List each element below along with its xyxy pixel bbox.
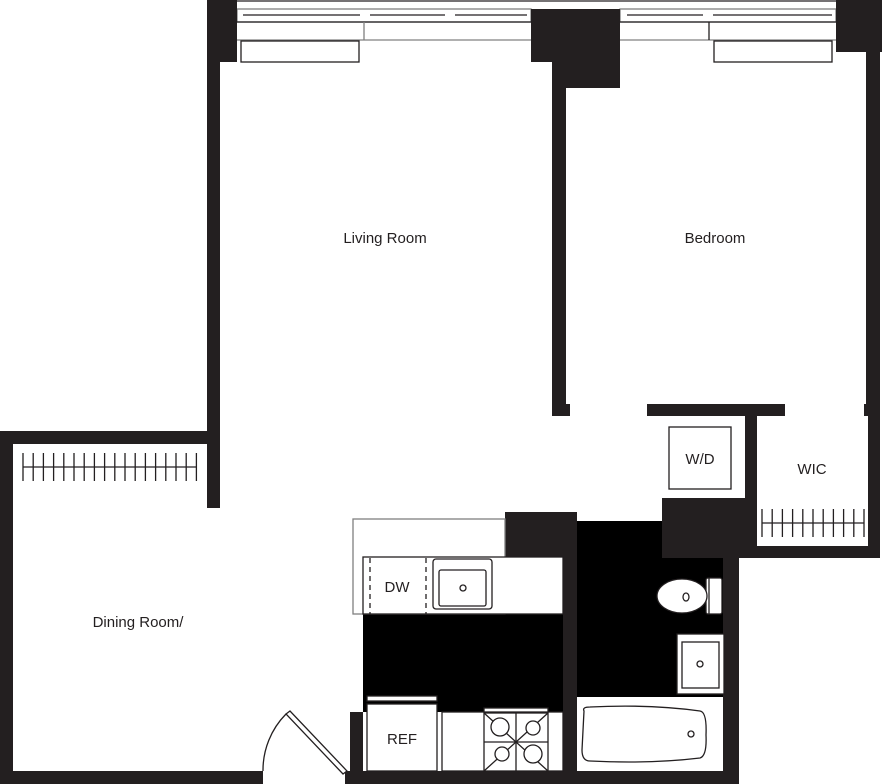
bathroom-floor [577, 521, 662, 697]
wic-closet-rod [761, 509, 865, 537]
stove-icon [483, 707, 549, 772]
washer-dryer-label: W/D [685, 451, 714, 468]
dishwasher-label: DW [385, 579, 411, 596]
wic-label: WIC [797, 461, 826, 478]
ref-door [366, 695, 438, 702]
bathtub [577, 697, 712, 771]
kitchen-sink [432, 558, 493, 610]
bathroom-sink [676, 633, 725, 695]
dining-room-label: Dining Room/ [93, 614, 185, 631]
living-room-label: Living Room [343, 230, 426, 247]
entry-door[interactable] [262, 710, 348, 775]
refrigerator-label: REF [387, 731, 417, 748]
bedroom-label: Bedroom [685, 230, 746, 247]
dining-closet-rod [22, 453, 198, 481]
washer-dryer [668, 426, 732, 490]
refrigerator [366, 703, 438, 772]
window-strip [236, 0, 837, 63]
toilet-icon [656, 577, 723, 615]
